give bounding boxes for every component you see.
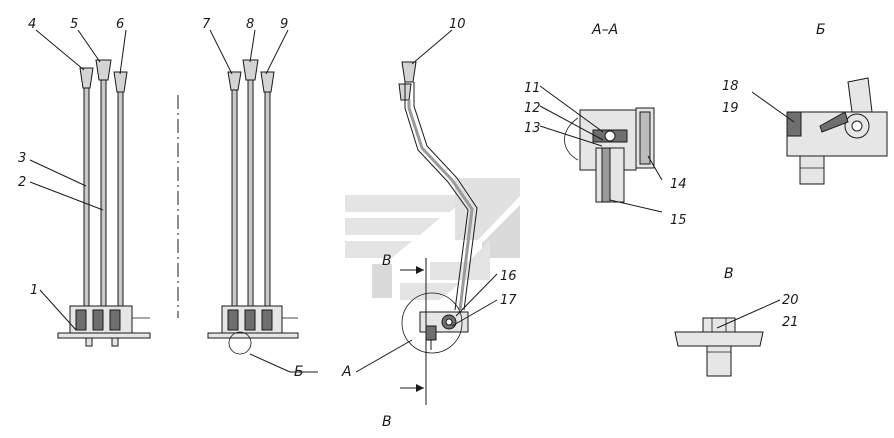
label-6: 6 xyxy=(116,17,124,32)
label-4: 4 xyxy=(28,17,36,32)
label-11: 11 xyxy=(524,81,541,96)
cut-label-v-bottom: В xyxy=(382,414,392,430)
label-21: 21 xyxy=(782,315,799,330)
section-aa xyxy=(564,107,655,203)
label-13: 13 xyxy=(524,121,541,136)
label-9: 9 xyxy=(280,17,288,32)
cut-label-a: А xyxy=(341,364,352,380)
labels: 4 5 6 3 2 1 7 8 9 10 11 12 13 14 15 16 1… xyxy=(18,17,826,430)
view-b-detail xyxy=(786,77,888,185)
label-8: 8 xyxy=(246,17,254,32)
title-view-v: В xyxy=(724,266,734,282)
knob-4 xyxy=(79,67,94,89)
label-19: 19 xyxy=(722,101,739,116)
bent-lever xyxy=(398,61,478,405)
lever-group-middle xyxy=(207,59,299,355)
knob-8 xyxy=(242,59,259,81)
leader-lines xyxy=(29,29,795,373)
label-12: 12 xyxy=(524,101,541,116)
knob-6 xyxy=(113,71,128,93)
label-17: 17 xyxy=(500,293,517,308)
label-15: 15 xyxy=(670,213,687,228)
label-5: 5 xyxy=(70,17,78,32)
label-20: 20 xyxy=(782,293,799,308)
watermark-logo xyxy=(345,178,520,300)
label-14: 14 xyxy=(670,177,687,192)
label-7: 7 xyxy=(202,17,211,32)
knob-10 xyxy=(401,61,417,83)
label-16: 16 xyxy=(500,269,517,284)
knob-5 xyxy=(95,59,112,81)
view-v-detail xyxy=(674,317,764,377)
label-1: 1 xyxy=(30,283,38,298)
detail-circle-a xyxy=(401,292,463,354)
label-2: 2 xyxy=(18,175,26,190)
label-3: 3 xyxy=(18,151,26,166)
label-18: 18 xyxy=(722,79,739,94)
lever-group-left xyxy=(57,59,151,347)
label-10: 10 xyxy=(449,17,466,32)
title-section-aa: А–А xyxy=(591,22,618,38)
title-view-b: Б xyxy=(816,22,826,38)
knob-9 xyxy=(260,71,275,93)
cut-label-v-top: В xyxy=(382,253,392,269)
knob-7 xyxy=(227,71,242,91)
detail-circle-b xyxy=(228,331,252,355)
cut-label-b: Б xyxy=(294,364,304,380)
